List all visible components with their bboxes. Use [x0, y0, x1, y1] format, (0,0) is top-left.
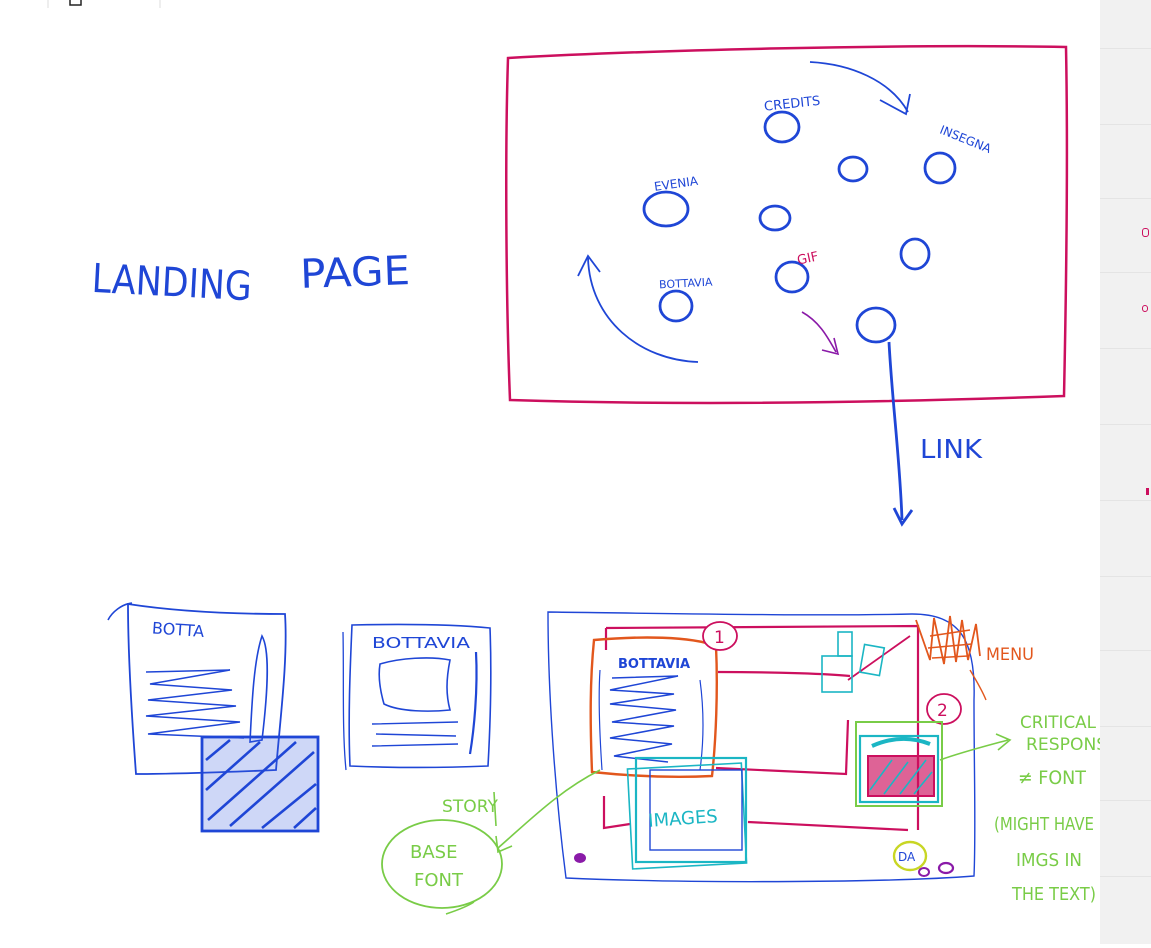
badge-2: 2 [937, 701, 948, 721]
panel-row-divider [1100, 576, 1151, 577]
arrowhead-left [577, 254, 601, 277]
critical-line3: ≠ FONT [1018, 767, 1086, 789]
page-thumb-marker[interactable] [1146, 488, 1149, 495]
node-credits[interactable] [763, 110, 801, 144]
card-sketch-2: BOTTAVIA [342, 623, 492, 771]
menu-label: MENU [986, 645, 1034, 665]
label-evenia: EVENIA [653, 174, 699, 194]
panel-row-divider [1100, 500, 1151, 501]
top-toolbar [47, 0, 161, 8]
arrow-base-font [497, 769, 601, 849]
base-font-line2: FONT [414, 870, 464, 891]
note-line2: IMGS IN [1016, 850, 1082, 871]
page-layout-sketch: BOTTAVIA IMAGES 1 2 MENU [547, 611, 1034, 883]
node-middle[interactable] [758, 204, 792, 232]
whiteboard-canvas[interactable]: LANDING PAGE CREDITS INSEGNA EVENIA BOTT… [0, 0, 1118, 944]
link-arrow [887, 341, 904, 521]
node-link[interactable] [855, 306, 897, 344]
label-bottavia: BOTTAVIA [659, 276, 714, 292]
node-center[interactable] [837, 155, 869, 183]
panel-row-divider [1100, 726, 1151, 727]
label-credits: CREDITS [763, 94, 821, 115]
panel-row-divider [1100, 272, 1151, 273]
images-label: IMAGES [648, 806, 719, 832]
note-line3: THE TEXT) [1011, 884, 1096, 905]
landing-nodes [642, 110, 957, 344]
label-gif: GIF [796, 249, 820, 268]
panel-row-divider [1100, 348, 1151, 349]
annotations: STORY BASE FONT CRITICAL RESPONSE ≠ FONT… [381, 713, 1118, 915]
page-title: BOTTAVIA [618, 657, 690, 672]
panel-row-divider [1100, 198, 1151, 199]
landing-title-left: LANDING [91, 256, 253, 310]
side-panel[interactable] [1100, 0, 1151, 944]
node-right[interactable] [899, 237, 931, 271]
critical-line2: RESPONSE [1026, 735, 1100, 755]
critical-line1: CRITICAL [1020, 713, 1097, 733]
panel-row-divider [1100, 876, 1151, 877]
panel-row-divider [1100, 424, 1151, 425]
panel-row-divider [1100, 650, 1151, 651]
link-label: LINK [920, 435, 983, 465]
curved-arrow-left [587, 257, 699, 363]
label-insegna: INSEGNA [938, 123, 994, 157]
link-arrowhead [892, 507, 914, 527]
arrowhead-top [879, 93, 911, 116]
node-bottavia[interactable] [658, 289, 694, 323]
da-label: DA [898, 850, 916, 864]
node-gif[interactable] [774, 260, 810, 294]
arrow-critical [939, 739, 1009, 761]
square-icon[interactable] [69, 0, 82, 6]
card1-title: BOTTA [151, 618, 205, 641]
arrowhead-gif [821, 337, 840, 356]
note-line1: (MIGHT HAVE [994, 814, 1094, 835]
panel-row-divider [1100, 124, 1151, 125]
sketch-drawing: LANDING PAGE CREDITS INSEGNA EVENIA BOTT… [47, 0, 1118, 915]
curved-arrow-top [809, 61, 909, 113]
page-thumb-marker[interactable] [1142, 305, 1148, 312]
curved-arrow-gif [801, 311, 837, 353]
panel-row-divider [1100, 48, 1151, 49]
landing-title-right: PAGE [299, 248, 411, 298]
panel-row-divider [1100, 800, 1151, 801]
node-evenia[interactable] [642, 190, 690, 228]
landing-frame [505, 44, 1069, 405]
page-thumb-marker[interactable] [1142, 228, 1149, 237]
base-font-line1: BASE [410, 842, 457, 863]
node-insegna[interactable] [923, 151, 957, 185]
card-sketch-1: BOTTA [107, 602, 320, 833]
badge-1: 1 [714, 628, 725, 648]
story-label: STORY [442, 797, 499, 817]
card2-title: BOTTAVIA [372, 634, 471, 652]
